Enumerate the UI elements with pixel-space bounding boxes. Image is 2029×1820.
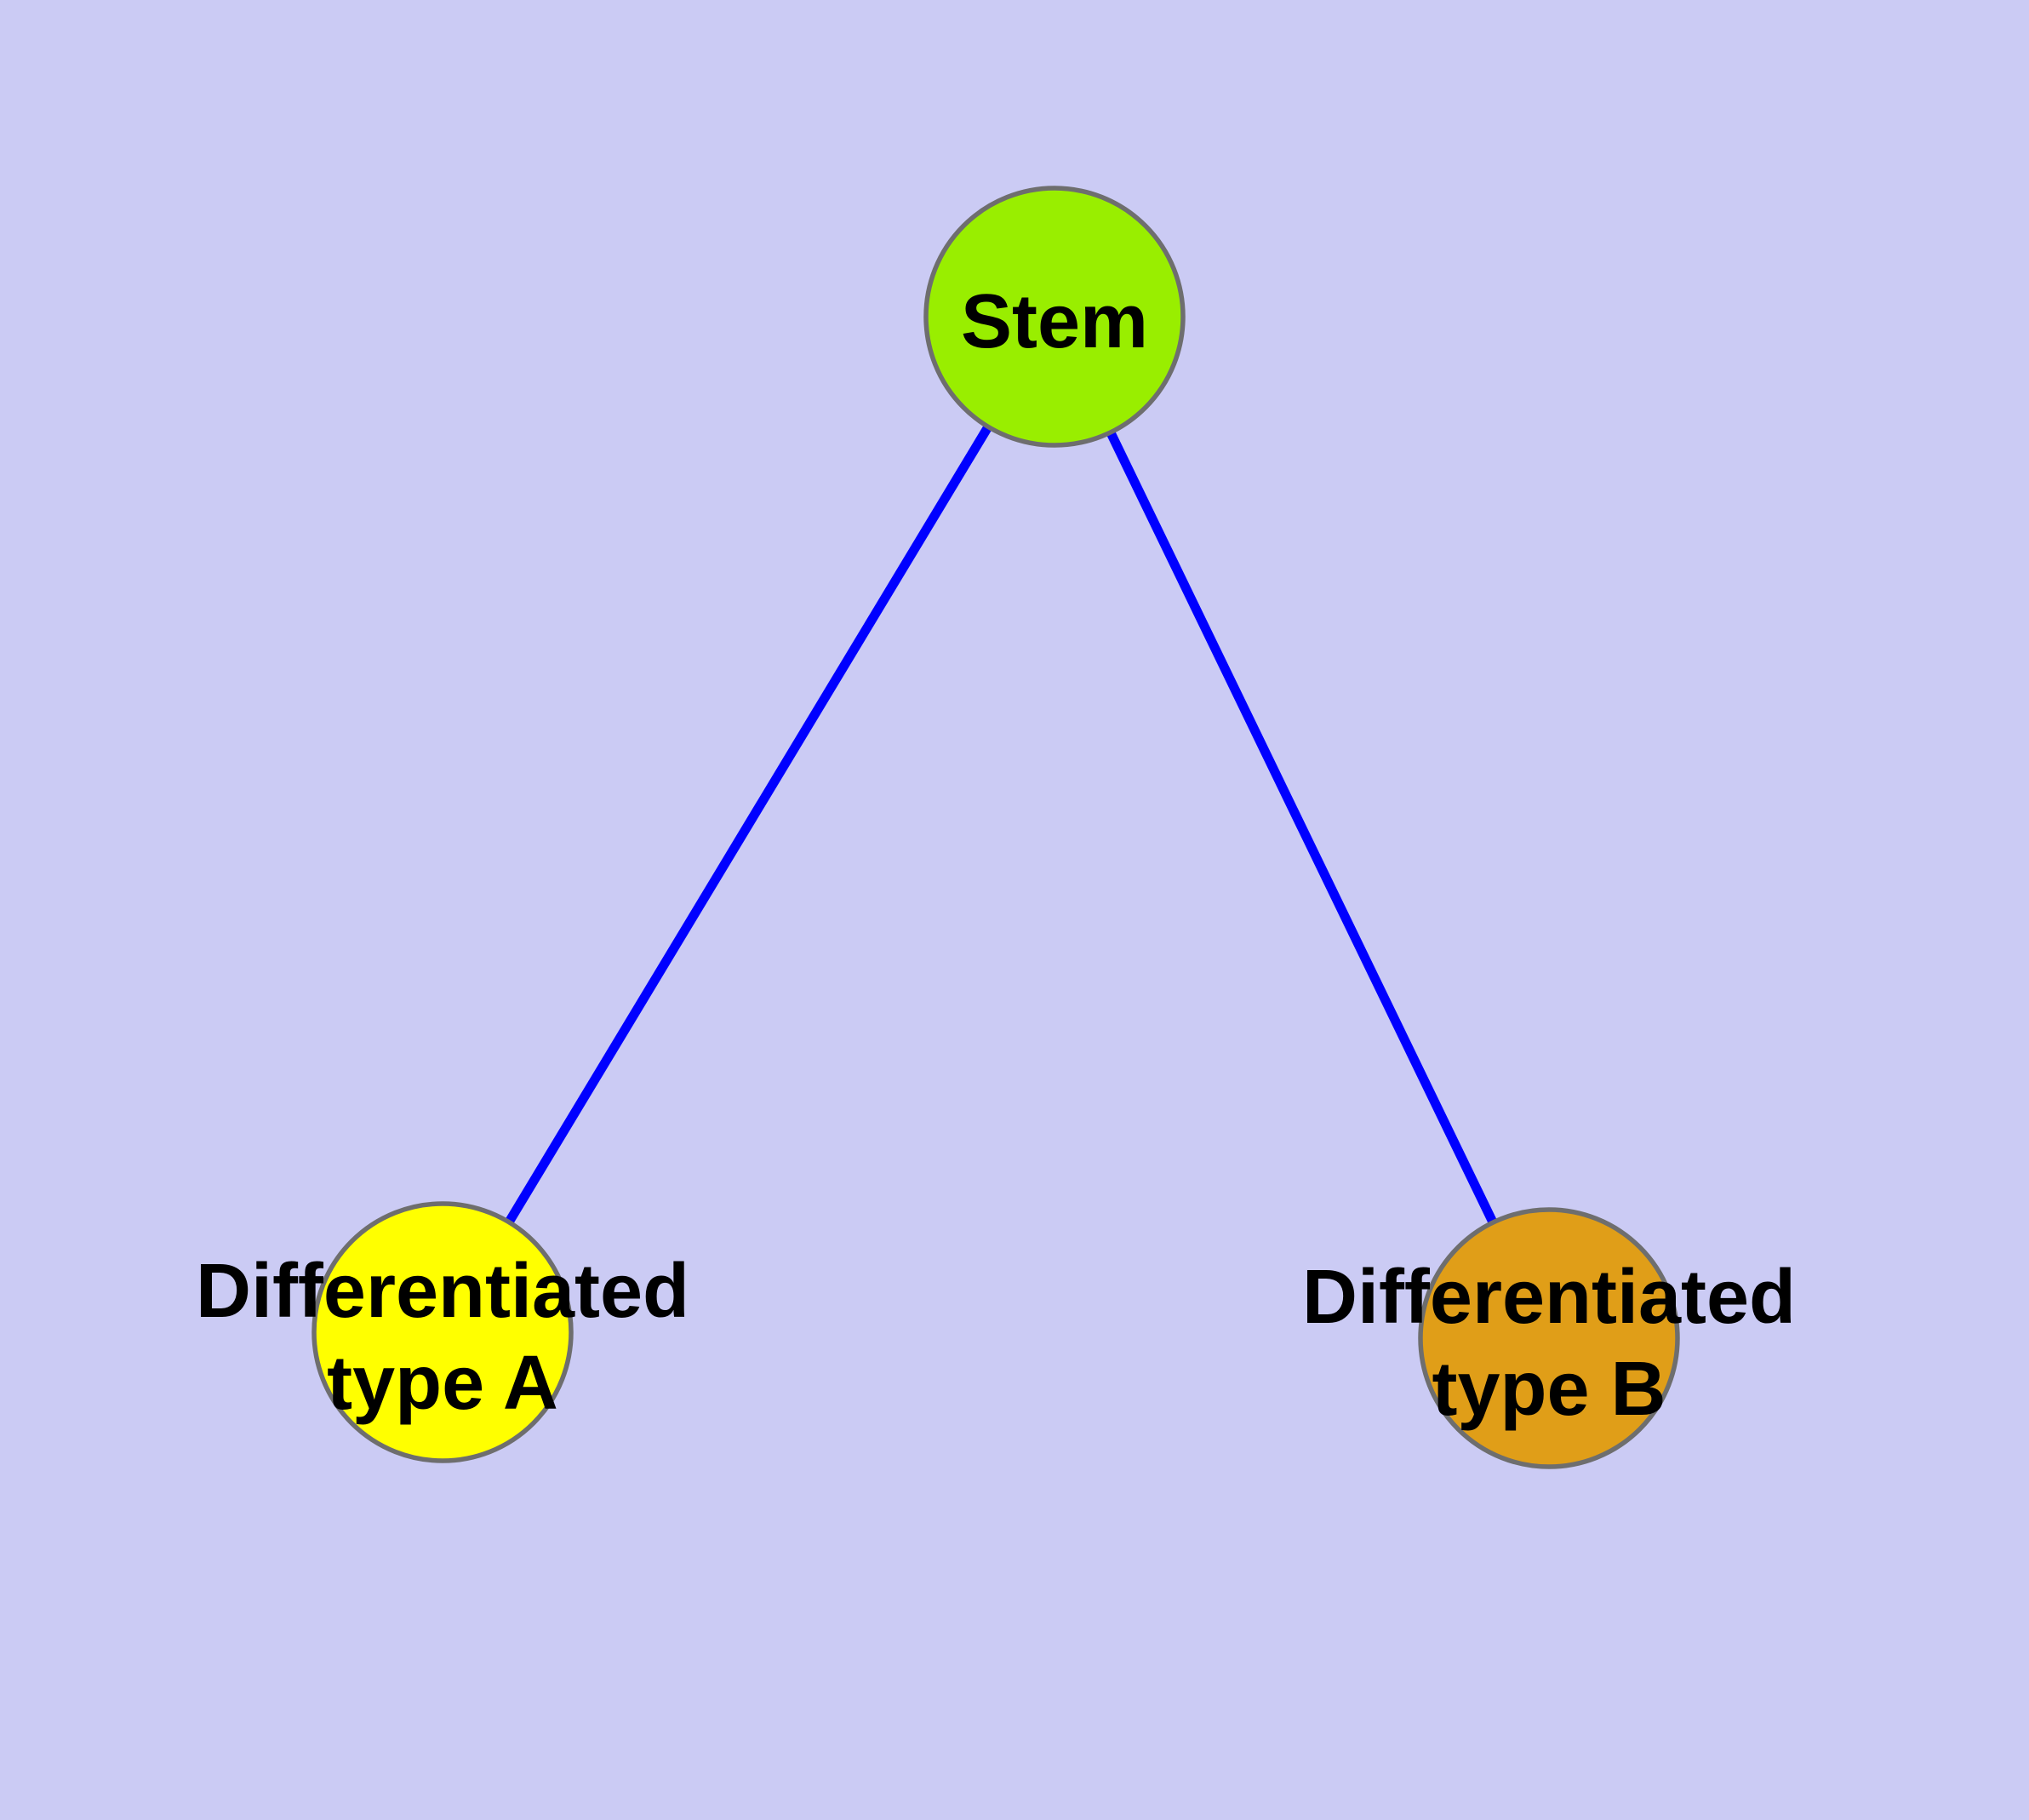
edge-stem-to-type-a <box>438 314 1059 1335</box>
edge-layer <box>438 314 1553 1341</box>
node-stem-label: Stem <box>961 279 1148 364</box>
node-differentiated-type-b[interactable]: Differentiated type B <box>1302 1207 1796 1469</box>
node-type-a-circle[interactable] <box>311 1201 574 1463</box>
node-type-b-circle[interactable] <box>1418 1207 1680 1469</box>
node-type-a-label-line-1: Differentiated <box>196 1249 689 1334</box>
node-stem[interactable]: Stem <box>923 186 1186 448</box>
node-type-a-label-line-2: type A <box>327 1341 558 1426</box>
node-type-b-label-line-2: type B <box>1432 1347 1666 1432</box>
edge-stem-to-type-b <box>1050 314 1553 1341</box>
node-type-b-label-line-1: Differentiated <box>1302 1255 1796 1340</box>
node-differentiated-type-a[interactable]: Differentiated type A <box>196 1201 689 1463</box>
node-stem-circle[interactable] <box>923 186 1186 448</box>
